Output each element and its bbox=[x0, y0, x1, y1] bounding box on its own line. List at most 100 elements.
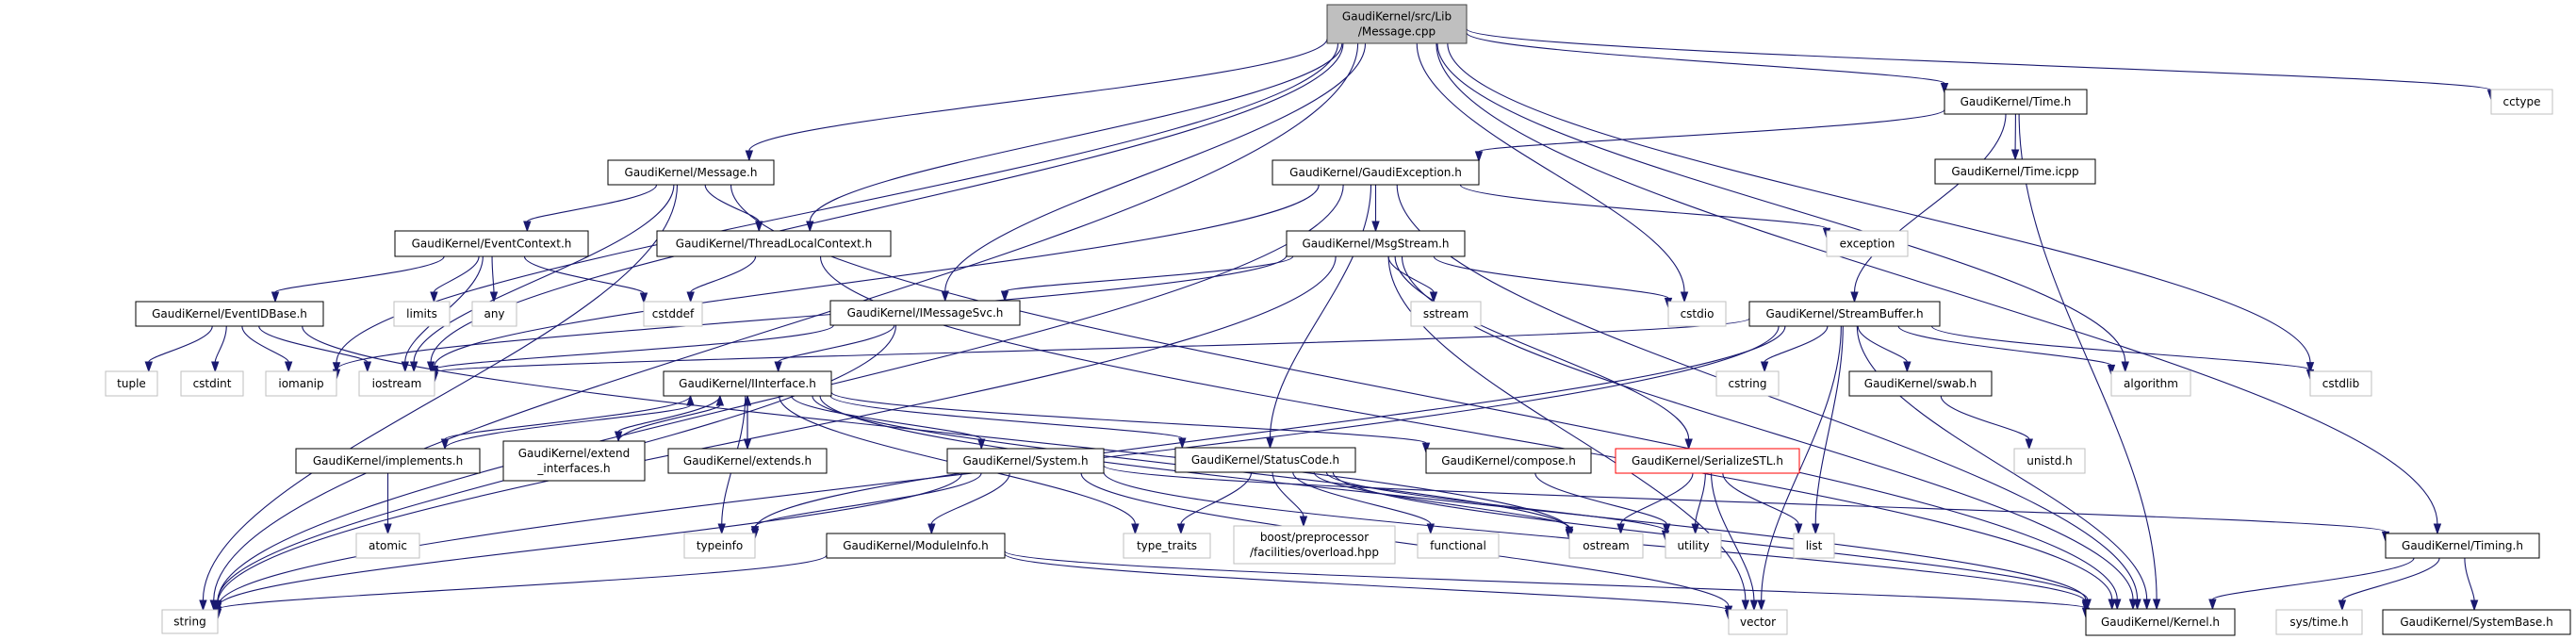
arrowhead-icon bbox=[941, 290, 949, 303]
node-time-h[interactable]: GaudiKernel/Time.h bbox=[1944, 89, 2088, 115]
node-imessagesvc-h[interactable]: GaudiKernel/IMessageSvc.h bbox=[829, 300, 1021, 326]
node-label: string bbox=[173, 615, 205, 629]
edge-imessagesvc_h-to-iinterface_h bbox=[774, 324, 895, 373]
node-box bbox=[1174, 447, 1356, 473]
edge-root-to-string bbox=[209, 42, 1359, 612]
edge-timing_h-to-sys_time_h bbox=[2338, 557, 2440, 612]
edge-line bbox=[1695, 472, 1706, 525]
node-box bbox=[1748, 301, 1941, 327]
node-box bbox=[829, 300, 1021, 326]
arrowhead-icon bbox=[401, 361, 410, 373]
node-message-h[interactable]: GaudiKernel/Message.h bbox=[607, 159, 775, 186]
node-extends-h[interactable]: GaudiKernel/extends.h bbox=[667, 448, 828, 474]
edge-line bbox=[1387, 255, 1747, 601]
node-box bbox=[2110, 370, 2191, 397]
edge-line bbox=[2464, 557, 2475, 601]
node-gaudiexception-h[interactable]: GaudiKernel/GaudiException.h bbox=[1272, 159, 1480, 186]
edge-serializestl_h-to-vector bbox=[1711, 472, 1759, 612]
arrowhead-icon bbox=[2083, 599, 2092, 611]
node-label: GaudiKernel/compose.h bbox=[1441, 454, 1576, 468]
edge-line bbox=[258, 325, 369, 363]
edge-line bbox=[2018, 113, 2158, 600]
node-label: GaudiKernel/Message.h bbox=[625, 166, 758, 179]
node-implements-h[interactable]: GaudiKernel/implements.h bbox=[295, 448, 481, 474]
node-serializestl-h[interactable]: GaudiKernel/SerializeSTL.h bbox=[1615, 448, 1800, 474]
arrowhead-icon bbox=[1616, 523, 1625, 535]
edge-line bbox=[809, 42, 1343, 222]
node-eventidbase-h[interactable]: GaudiKernel/EventIDBase.h bbox=[135, 301, 324, 327]
node-eventcontext-h[interactable]: GaudiKernel/EventContext.h bbox=[394, 230, 589, 257]
arrowhead-icon bbox=[1794, 523, 1803, 535]
edge-line bbox=[148, 325, 213, 363]
node-label: GaudiKernel/EventIDBase.h bbox=[152, 307, 307, 320]
arrowhead-icon bbox=[271, 291, 280, 304]
node-cstdio: cstdio bbox=[1667, 301, 1727, 327]
arrowhead-icon bbox=[2010, 149, 2020, 161]
node-label: limits bbox=[406, 307, 437, 320]
node-streambuffer-h[interactable]: GaudiKernel/StreamBuffer.h bbox=[1748, 301, 1941, 327]
node-limits: limits bbox=[393, 301, 451, 327]
edge-root-to-time_h bbox=[1466, 32, 1949, 95]
arrowhead-icon bbox=[284, 361, 293, 373]
node-box bbox=[2013, 448, 2086, 474]
node-statuscode-h[interactable]: GaudiKernel/StatusCode.h bbox=[1174, 447, 1356, 473]
edge-streambuffer_h-to-iostream bbox=[430, 318, 1750, 384]
node-box bbox=[1425, 448, 1592, 474]
node-root[interactable]: GaudiKernel/src/Lib/Message.cpp bbox=[1326, 4, 1468, 44]
arrowhead-icon bbox=[489, 291, 499, 304]
edge-root-to-cctype bbox=[1466, 28, 2496, 102]
edge-line bbox=[1004, 550, 2087, 609]
arrowhead-icon bbox=[430, 365, 439, 377]
arrowhead-icon bbox=[745, 150, 754, 162]
edge-line bbox=[1387, 255, 1435, 293]
arrowhead-icon bbox=[2107, 364, 2116, 376]
node-box bbox=[265, 370, 337, 397]
arrowhead-icon bbox=[686, 394, 695, 406]
node-compose-h[interactable]: GaudiKernel/compose.h bbox=[1425, 448, 1592, 474]
node-box bbox=[105, 370, 158, 397]
node-label: GaudiKernel/ThreadLocalContext.h bbox=[676, 238, 872, 251]
node-label: list bbox=[1806, 539, 1823, 552]
node-kernel-h[interactable]: GaudiKernel/Kernel.h bbox=[2085, 608, 2236, 636]
arrowhead-icon bbox=[927, 523, 936, 535]
edge-line bbox=[1180, 471, 1253, 525]
arrowhead-icon bbox=[2025, 438, 2033, 451]
node-swab-h[interactable]: GaudiKernel/swab.h bbox=[1848, 370, 1993, 397]
edge-msgstream_h-to-serializestl_h bbox=[1394, 255, 1693, 451]
arrowhead-icon bbox=[1131, 523, 1140, 535]
edge-eventcontext_h-to-eventidbase_h bbox=[271, 255, 445, 304]
edge-statuscode_h-to-boost_overload bbox=[1272, 471, 1308, 528]
node-time-icpp[interactable]: GaudiKernel/Time.icpp bbox=[1934, 158, 2096, 185]
arrowhead-icon bbox=[1426, 523, 1435, 535]
node-threadlocal-h[interactable]: GaudiKernel/ThreadLocalContext.h bbox=[656, 230, 892, 257]
edge-line bbox=[444, 404, 692, 450]
node-moduleinfo-h[interactable]: GaudiKernel/ModuleInfo.h bbox=[826, 533, 1006, 559]
node-sstream: sstream bbox=[1410, 301, 1482, 327]
node-msgstream-h[interactable]: GaudiKernel/MsgStream.h bbox=[1286, 230, 1466, 257]
node-label: GaudiKernel/IMessageSvc.h bbox=[847, 306, 1004, 320]
edge-line bbox=[930, 472, 1010, 525]
node-timing-h[interactable]: GaudiKernel/Timing.h bbox=[2385, 533, 2540, 559]
node-systembase-h[interactable]: GaudiKernel/SystemBase.h bbox=[2382, 609, 2571, 635]
arrowhead-icon bbox=[430, 291, 438, 304]
node-label: exception bbox=[1840, 238, 1895, 251]
node-box bbox=[656, 230, 892, 257]
node-label: typeinfo bbox=[697, 539, 743, 552]
node-label: utility bbox=[1677, 539, 1709, 552]
node-box bbox=[1728, 609, 1788, 635]
node-extend-interfaces-h[interactable]: GaudiKernel/extend_interfaces.h bbox=[502, 440, 646, 482]
edge-swab_h-to-unistd_h bbox=[1940, 395, 2033, 451]
edge-line bbox=[1764, 325, 1829, 363]
node-box bbox=[1848, 370, 1993, 397]
node-system-h[interactable]: GaudiKernel/System.h bbox=[946, 448, 1105, 474]
edge-line bbox=[217, 472, 962, 607]
node-unistd-h: unistd.h bbox=[2013, 448, 2086, 474]
node-label: iomanip bbox=[278, 377, 323, 390]
arrowhead-icon bbox=[2113, 599, 2122, 611]
node-box bbox=[826, 533, 1006, 559]
node-cstdlib: cstdlib bbox=[2309, 370, 2372, 397]
node-box bbox=[2382, 609, 2571, 635]
edge-iinterface_h-to-kernel_h bbox=[819, 395, 2091, 612]
edge-line bbox=[748, 38, 1328, 152]
node-iinterface-h[interactable]: GaudiKernel/IInterface.h bbox=[663, 370, 832, 397]
